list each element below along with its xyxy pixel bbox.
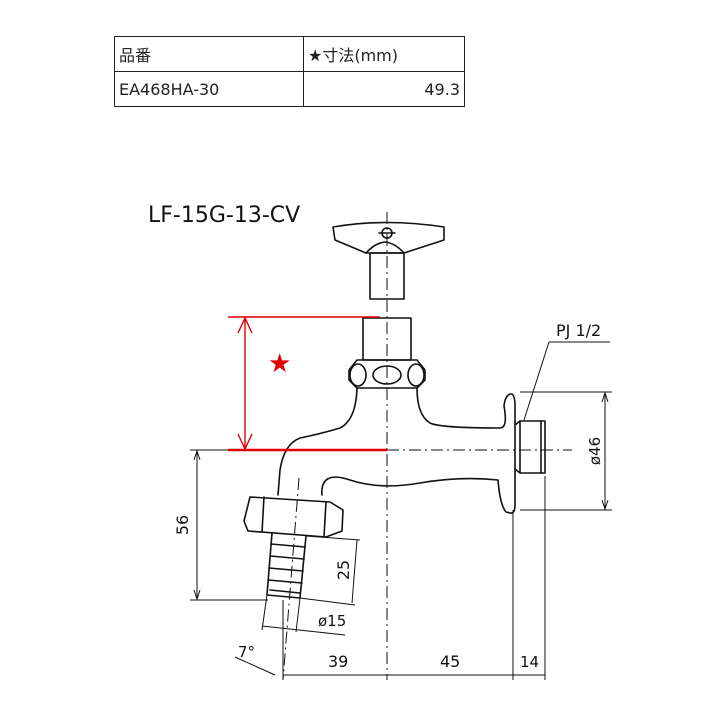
spec-table: 品番 ★寸法(mm) EA468HA-30 49.3 (114, 36, 465, 107)
dim-angle: 7° (238, 643, 255, 661)
dim-horizontal-39: 39 (328, 652, 348, 671)
dimension-lines (190, 341, 612, 680)
spec-table-header-row: 品番 ★寸法(mm) (114, 36, 465, 72)
dim-horizontal-45: 45 (440, 652, 460, 671)
thread-label: PJ 1/2 (556, 321, 601, 340)
dim-flange-diameter: ø46 (586, 437, 604, 465)
faucet-body (277, 387, 516, 514)
handle (332, 221, 445, 300)
cell-dimension: 49.3 (303, 71, 465, 107)
dim-hose-diameter: ø15 (318, 612, 346, 630)
dim-hose-length: 25 (334, 560, 353, 580)
center-lines (282, 212, 572, 681)
dim-height-56: 56 (173, 515, 192, 535)
model-label: LF-15G-13-CV (148, 203, 300, 228)
threaded-connector (514, 420, 546, 474)
header-part-number: 品番 (114, 36, 304, 72)
star-marker: ★ (268, 349, 291, 379)
star-dimension (228, 316, 387, 452)
hose-nut (243, 496, 344, 538)
dim-horizontal-14: 14 (520, 653, 539, 671)
table-row: EA468HA-30 49.3 (114, 71, 465, 107)
hose-barb (266, 532, 307, 599)
header-dimension: ★寸法(mm) (303, 36, 465, 72)
